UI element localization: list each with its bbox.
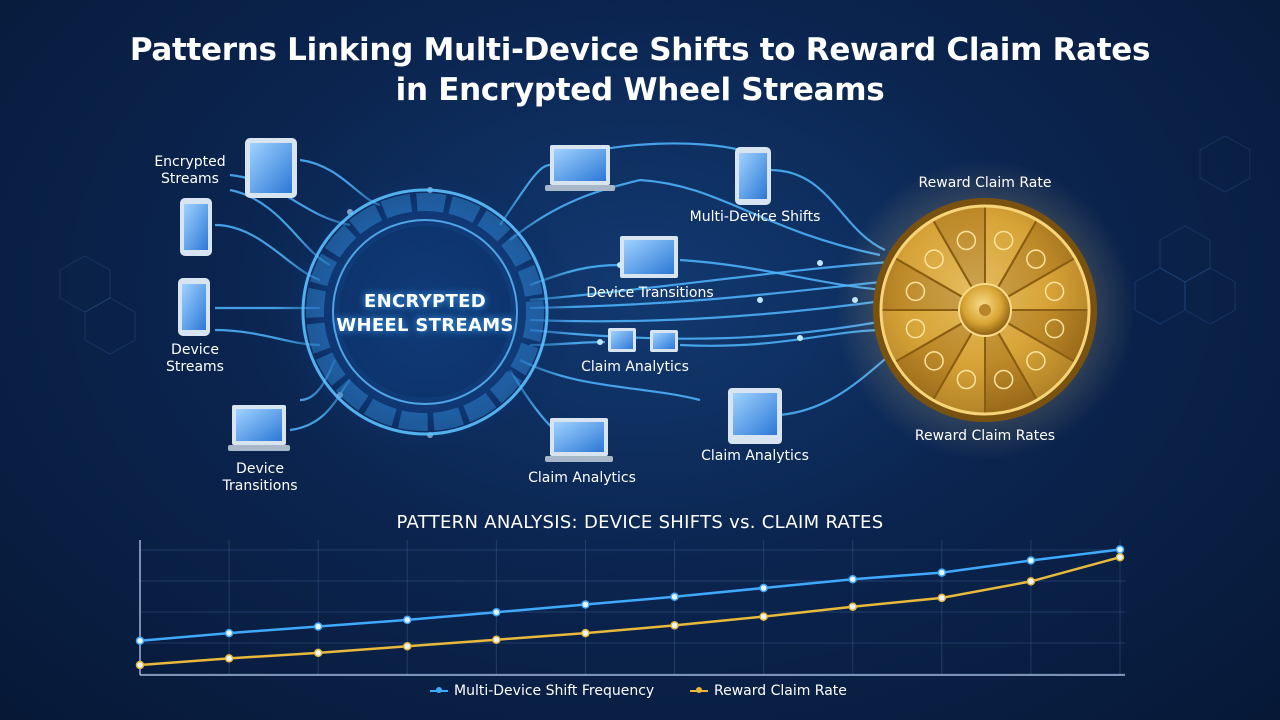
star-icon [1026, 249, 1046, 269]
data-point-series-1 [403, 642, 412, 651]
legend-label-shift-frequency: Multi-Device Shift Frequency [454, 683, 655, 699]
star-icon [924, 351, 944, 371]
data-point-series-0 [1026, 556, 1036, 565]
monitor-icon [608, 328, 636, 352]
pattern-chart [135, 540, 1125, 676]
data-point-series-1 [492, 635, 501, 644]
phone-icon [180, 198, 212, 256]
hub-label-line-1: ENCRYPTED [364, 291, 486, 312]
hub-label: ENCRYPTED WHEEL STREAMS [320, 290, 530, 338]
star-icon [956, 369, 977, 390]
data-point-series-1 [670, 621, 679, 630]
data-point-series-0 [670, 592, 679, 602]
label-device-transitions-mid: Device Transitions [586, 285, 714, 301]
legend-label-claim-rate: Reward Claim Rate [714, 683, 847, 699]
data-point-series-0 [759, 583, 768, 593]
legend-swatch-blue [430, 687, 448, 693]
data-point-series-0 [1115, 545, 1125, 554]
label-claim-analytics-mid: Claim Analytics [581, 359, 689, 375]
data-point-series-0 [848, 574, 857, 584]
label-reward-claim-rate: Reward Claim Rate [918, 175, 1052, 191]
data-point-series-0 [313, 622, 323, 631]
reward-wheel-icon [835, 160, 1135, 460]
data-point-series-1 [1026, 577, 1036, 586]
legend-swatch-gold [690, 687, 708, 693]
label-claim-analytics-bottom: Claim Analytics [528, 470, 636, 486]
star-icon [993, 230, 1014, 251]
data-point-series-0 [135, 636, 145, 646]
data-point-series-0 [581, 600, 590, 609]
label-device-streams: Device Streams [145, 342, 245, 376]
legend-item-shift-frequency: Multi-Device Shift Frequency [430, 682, 654, 700]
data-point-series-1 [135, 660, 145, 670]
label-device-transitions-left: Device Transitions [205, 461, 315, 495]
monitor-icon [650, 330, 678, 352]
label-encrypted-streams-line-1: Encrypted [154, 154, 226, 170]
label-encrypted-streams-line-2: Streams [161, 171, 219, 187]
tablet-icon [728, 388, 782, 444]
star-icon [1044, 281, 1065, 302]
star-icon [1044, 318, 1065, 339]
laptop-icon [545, 418, 613, 462]
data-point-series-1 [848, 602, 857, 611]
star-icon [956, 230, 977, 251]
laptop-icon [228, 405, 290, 451]
label-device-transitions-left-line-2: Transitions [222, 478, 298, 494]
hexagon-background [59, 135, 1251, 355]
legend-item-claim-rate: Reward Claim Rate [690, 682, 847, 700]
data-point-series-1 [937, 593, 947, 603]
star-icon [1026, 351, 1046, 371]
monitor-icon [620, 236, 678, 278]
star-icon [905, 318, 926, 339]
data-point-series-1 [581, 628, 590, 638]
data-point-series-1 [313, 648, 323, 658]
page-title-line-2: in Encrypted Wheel Streams [395, 72, 885, 108]
tablet-icon [245, 138, 297, 198]
phone-icon [178, 278, 210, 336]
encrypted-wheel-hub [275, 162, 575, 462]
data-point-series-0 [403, 615, 412, 625]
phone-icon [735, 147, 771, 205]
star-icon [993, 369, 1014, 390]
label-device-streams-line-1: Device [171, 342, 219, 358]
data-point-series-0 [937, 568, 947, 577]
hub-label-line-2: WHEEL STREAMS [336, 315, 514, 336]
laptop-icon [545, 145, 615, 191]
label-multi-device-shifts: Multi-Device Shifts [689, 209, 821, 225]
label-reward-claim-rates: Reward Claim Rates [914, 428, 1056, 444]
star-icon [905, 281, 926, 302]
data-point-series-0 [224, 628, 234, 638]
data-point-series-1 [224, 654, 234, 663]
data-point-series-0 [492, 607, 501, 617]
page-title: Patterns Linking Multi-Device Shifts to … [0, 30, 1280, 110]
label-encrypted-streams: Encrypted Streams [140, 154, 240, 188]
data-point-series-1 [759, 612, 768, 621]
label-device-streams-line-2: Streams [166, 359, 224, 375]
label-claim-analytics-right: Claim Analytics [701, 448, 809, 464]
chart-title: PATTERN ANALYSIS: DEVICE SHIFTS vs. CLAI… [396, 512, 884, 533]
star-icon [924, 249, 944, 269]
data-point-series-1 [1115, 552, 1125, 562]
series-line-1 [139, 555, 1121, 667]
page-title-line-1: Patterns Linking Multi-Device Shifts to … [129, 32, 1151, 68]
series-line-0 [139, 548, 1121, 643]
label-device-transitions-left-line-1: Device [236, 461, 284, 477]
